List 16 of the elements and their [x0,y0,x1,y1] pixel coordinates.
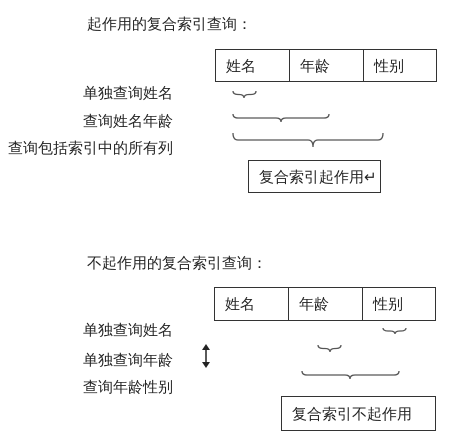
query-label: 单独查询姓名 [83,83,173,103]
query-label: 查询包括索引中的所有列 [8,138,173,158]
table-cell: 姓名 [215,49,290,82]
query-label: 查询姓名年龄 [83,111,173,131]
table-cell: 年龄 [288,287,363,321]
section-heading: 起作用的复合索引查询： [87,14,252,34]
result-box: 复合索引不起作用 [281,396,436,431]
section-heading: 不起作用的复合索引查询： [87,253,267,273]
query-label: 单独查询姓名 [83,320,173,340]
table-cell: 性别 [363,49,437,82]
table-cell: 性别 [362,287,436,321]
table-cell: 年龄 [289,49,364,82]
query-label: 单独查询年龄 [83,350,173,370]
table-cell: 姓名 [214,287,289,321]
query-label: 查询年龄性别 [83,377,173,397]
result-box: 复合索引起作用↵ [248,160,381,193]
